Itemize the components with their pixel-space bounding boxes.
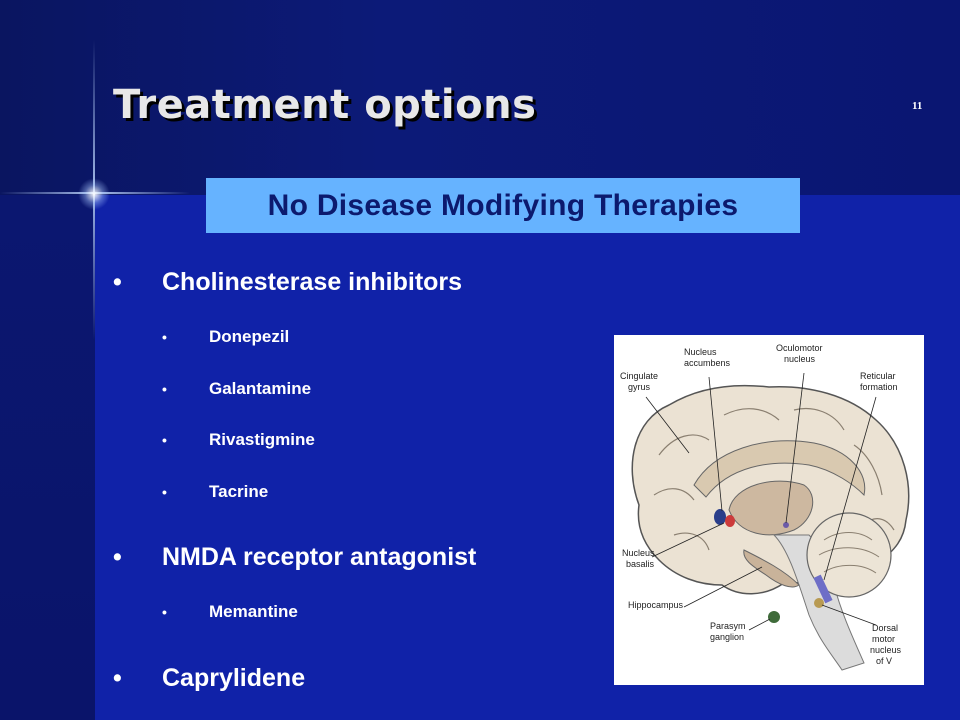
bullet-dot-icon: • [162, 432, 167, 448]
bullet-dot-icon: • [113, 664, 122, 692]
dorsal-motor-nucleus-marker [814, 598, 824, 608]
slide-number: 11 [912, 100, 923, 112]
sub-bullet-text: Galantamine [209, 379, 312, 398]
sub-bullet-text: Tacrine [209, 482, 269, 501]
brain-diagram: Nucleus accumbens Oculomotor nucleus Cin… [614, 335, 924, 685]
cerebellum-folds [818, 532, 880, 574]
bullet-dot-icon: • [162, 329, 167, 345]
bullet-item: • Caprylidene [113, 664, 306, 693]
corpus-callosum-shape [693, 440, 866, 498]
bullet-dot-icon: • [162, 604, 167, 620]
bullet-dot-icon: • [113, 268, 122, 296]
hippocampus-shape [743, 549, 800, 588]
header-band [0, 0, 960, 195]
label-parasym-ganglion: Parasym ganglion [710, 621, 748, 642]
thalamus-shape [728, 480, 814, 536]
sub-bullet-item: • Rivastigmine [162, 430, 315, 450]
reticular-formation-marker [813, 574, 833, 604]
sub-bullet-text: Donepezil [209, 327, 290, 346]
label-hippocampus: Hippocampus [628, 600, 684, 610]
label-dorsal-motor-nucleus: Dorsal motor nucleus of V [870, 623, 904, 666]
star-glow-icon [78, 178, 110, 210]
sub-bullet-text: Rivastigmine [209, 430, 315, 449]
bullet-item: • NMDA receptor antagonist [113, 543, 477, 572]
label-nucleus-accumbens: Nucleus accumbens [684, 347, 731, 368]
bullet-dot-icon: • [162, 484, 167, 500]
parasym-ganglion-marker [768, 611, 780, 623]
sub-bullet-item: • Memantine [162, 602, 298, 622]
brain-illustration-icon: Nucleus accumbens Oculomotor nucleus Cin… [620, 343, 910, 671]
label-nucleus-basalis: Nucleus basalis [622, 548, 657, 569]
bullet-text: NMDA receptor antagonist [162, 543, 477, 571]
sub-bullet-item: • Donepezil [162, 327, 290, 347]
bullet-dot-icon: • [162, 381, 167, 397]
left-band [0, 195, 95, 720]
bullet-dot-icon: • [113, 543, 122, 571]
sub-bullet-item: • Galantamine [162, 379, 312, 399]
callout-text: No Disease Modifying Therapies [267, 188, 739, 222]
label-oculomotor-nucleus: Oculomotor nucleus [776, 343, 825, 364]
bullet-text: Caprylidene [162, 664, 306, 692]
sub-bullet-item: • Tacrine [162, 482, 269, 502]
nucleus-accumbens-marker [714, 509, 726, 525]
bullet-text: Cholinesterase inhibitors [162, 268, 463, 296]
nucleus-basalis-marker [725, 515, 735, 527]
sub-bullet-text: Memantine [209, 602, 298, 621]
oculomotor-nucleus-marker [783, 522, 789, 528]
callout-box: No Disease Modifying Therapies [206, 178, 800, 233]
bullet-item: • Cholinesterase inhibitors [113, 268, 463, 297]
cerebellum-shape [806, 512, 892, 598]
slide-title: Treatment options [113, 82, 537, 128]
label-leader-lines [645, 372, 877, 631]
label-cingulate-gyrus: Cingulate gyrus [620, 371, 661, 392]
label-reticular-formation: Reticular formation [860, 371, 898, 392]
gyri-lines [653, 408, 895, 551]
